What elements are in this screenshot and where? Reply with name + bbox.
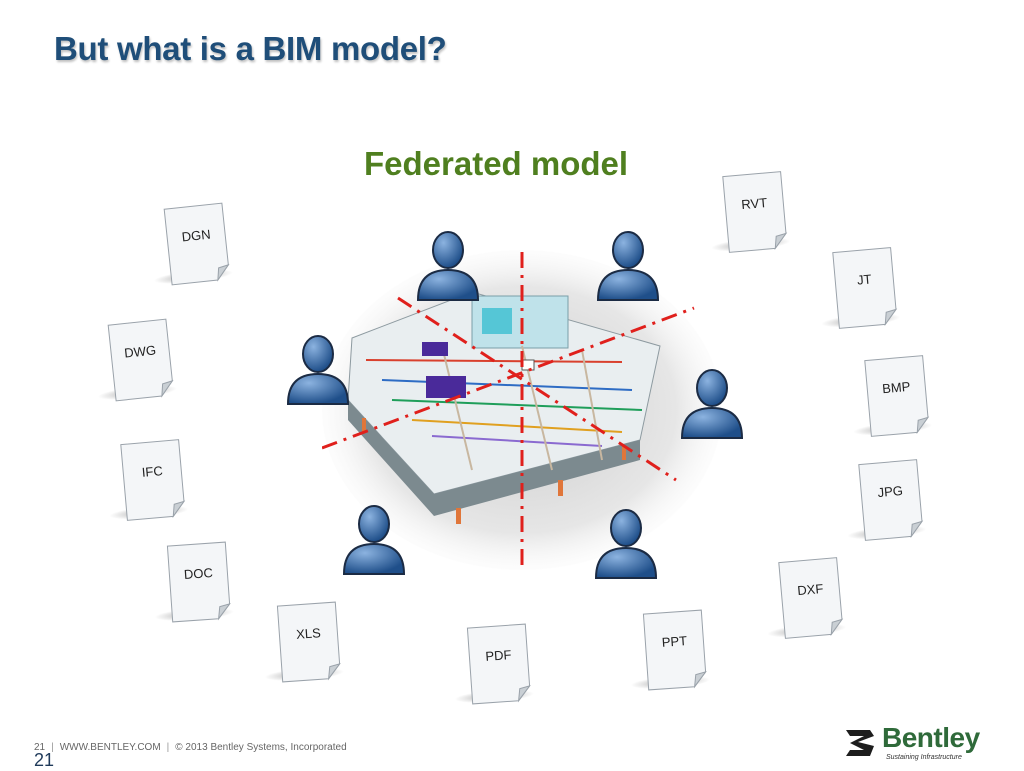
page-number: 21	[34, 750, 55, 770]
file-doc-doc: DOC	[153, 541, 235, 624]
file-doc-jt: JT	[820, 247, 902, 330]
person-icon	[416, 231, 480, 301]
document-icon	[722, 171, 788, 253]
logo-brand: Bentley	[882, 722, 980, 753]
federated-model-image	[321, 250, 722, 580]
person-top-right	[592, 228, 664, 304]
file-doc-ppt: PPT	[629, 609, 711, 692]
slide-title: But what is a BIM model?	[54, 30, 447, 67]
file-doc-ifc: IFC	[108, 439, 190, 522]
document-icon	[832, 247, 898, 329]
file-doc-dwg: DWG	[96, 318, 178, 403]
person-left	[282, 332, 354, 408]
document-icon	[107, 318, 174, 402]
person-icon	[594, 509, 658, 579]
building-model-illustration	[321, 250, 722, 572]
person-bottom-right	[590, 506, 662, 582]
person-icon	[286, 335, 350, 405]
document-icon	[466, 623, 531, 705]
subtitle: Federated model	[364, 145, 629, 182]
person-icon	[596, 231, 660, 301]
document-icon	[166, 541, 231, 623]
footer-website: WWW.BENTLEY.COM	[59, 742, 161, 753]
footer-page-number: 21	[34, 742, 46, 753]
footer: 21|WWW.BENTLEY.COM|© 2013 Bentley System…	[34, 742, 347, 753]
document-icon	[120, 439, 186, 521]
person-top-left	[412, 228, 484, 304]
file-doc-bmp: BMP	[852, 355, 934, 438]
person-icon	[680, 369, 744, 439]
document-icon	[858, 459, 924, 541]
document-icon	[163, 202, 230, 286]
file-doc-xls: XLS	[263, 601, 345, 684]
file-doc-rvt: RVT	[710, 171, 792, 254]
file-doc-dgn: DGN	[152, 202, 234, 287]
bentley-logo: Bentley Sustaining Infrastructure	[842, 722, 1002, 764]
document-icon	[276, 601, 341, 683]
person-right	[676, 366, 748, 442]
document-icon	[864, 355, 930, 437]
logo-tagline: Sustaining Infrastructure	[886, 754, 962, 761]
document-icon	[642, 609, 707, 691]
file-doc-dxf: DXF	[766, 557, 848, 640]
person-bottom-left	[338, 502, 410, 578]
bentley-logo-icon	[842, 726, 878, 760]
footer-copyright: © 2013 Bentley Systems, Incorporated	[175, 742, 347, 753]
person-icon	[342, 505, 406, 575]
file-doc-jpg: JPG	[846, 459, 928, 542]
document-icon	[778, 557, 844, 639]
file-doc-pdf: PDF	[453, 623, 535, 706]
